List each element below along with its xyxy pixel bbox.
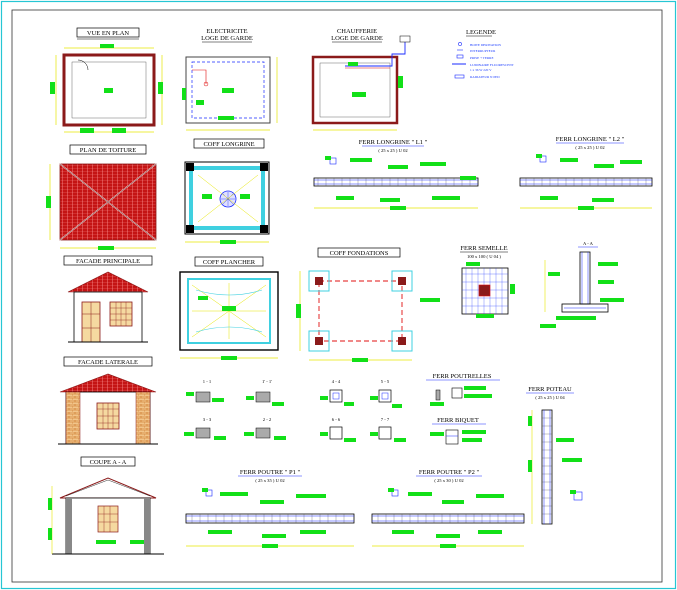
legend-item-3: LUMINAIRE FLUORESCENT [470, 63, 515, 67]
title-ferr-poteau: FERR POTEAU [528, 386, 572, 393]
vue-en-plan-drawing: VUE EN PLAN [50, 27, 163, 133]
section-aa-foundation-drawing: A - A [540, 241, 624, 328]
legend-item-2: PRISE + TERRE [470, 56, 494, 60]
coupe-aa-drawing: COUPE A - A [48, 456, 164, 555]
ferr-longrine-l1-drawing: FERR LONGRINE " L1 " ( 25 x 25 ) U 02 [313, 139, 479, 210]
title-ferr-biquet: FERR BIQUET [437, 417, 479, 424]
ferr-poteau-drawing: FERR POTEAU ( 25 x 25 ) U 04 [526, 386, 583, 525]
ferr-longrine-l2-drawing: FERR LONGRINE " L2 " ( 25 x 25 ) U 02 [519, 136, 653, 210]
title-coff-plancher: COFF PLANCHER [203, 259, 256, 266]
legend-item-4: 1 x 36 W 220 V [470, 68, 492, 72]
title-electricite-sub: LOGE DE GARDE [201, 35, 253, 42]
title-section-aa-small: A - A [583, 241, 594, 246]
legend-item-5: RADIATEUR N 0ED [470, 75, 500, 79]
title-ferr-semelle: FERR SEMELLE [460, 245, 507, 252]
title-coupe-aa: COUPE A - A [90, 459, 127, 466]
ferr-longrine-l2-dim: ( 25 x 25 ) U 02 [575, 145, 605, 150]
title-coff-fondations: COFF FONDATIONS [330, 250, 389, 257]
title-ferr-longrine-l1: FERR LONGRINE " L1 " [359, 139, 428, 146]
ferr-longrine-l1-dim: ( 25 x 25 ) U 02 [378, 148, 408, 153]
title-facade-laterale: FACADE LATERALE [78, 359, 138, 366]
facade-principale-drawing: FACADE PRINCIPALE [63, 255, 153, 343]
ferr-semelle-dim: 100 x 100 ( U 04 ) [467, 254, 501, 259]
beam-sections-group: 1 - 1 1' - 1' 4 - 4 5 - 5 3 - 3 2 - 2 6 … [184, 379, 406, 442]
sheet-frame-inner [11, 9, 663, 583]
section-label-3-3: 3 - 3 [203, 417, 212, 422]
title-ferr-longrine-l2: FERR LONGRINE " L2 " [556, 136, 625, 143]
title-facade-principale: FACADE PRINCIPALE [76, 258, 140, 265]
title-chaufferie-sub: LOGE DE GARDE [331, 35, 383, 42]
facade-laterale-drawing: FACADE LATERALE [58, 356, 158, 445]
ferr-poutre-p2-dim: ( 25 x 30 ) U 02 [434, 478, 464, 483]
title-ferr-poutre-p2: FERR POUTRE " P2 " [419, 469, 480, 476]
ferr-poutrelles-drawing: FERR POUTRELLES [426, 373, 500, 406]
legend-block: LEGENDE BOITE DERIVATION INTERRUPTEUR PR… [452, 29, 515, 79]
chaufferie-plan-drawing: CHAUFFERIE LOGE DE GARDE [311, 28, 411, 131]
title-coff-longrine: COFF LONGRINE [203, 141, 254, 148]
coff-fondations-drawing: COFF FONDATIONS [296, 247, 440, 362]
section-label-5-5: 5 - 5 [381, 379, 390, 384]
coff-longrine-drawing: COFF LONGRINE [184, 138, 270, 244]
ferr-poutre-p2-drawing: FERR POUTRE " P2 " ( 25 x 30 ) U 02 [371, 469, 525, 548]
title-ferr-poutrelles: FERR POUTRELLES [433, 373, 492, 380]
title-chaufferie: CHAUFFERIE [337, 28, 377, 35]
legend-item-1: INTERRUPTEUR [470, 49, 496, 53]
title-plan-toiture: PLAN DE TOITURE [80, 147, 136, 154]
electricite-plan-drawing: ELECTRICITE LOGE DE GARDE [182, 28, 278, 131]
ferr-poutre-p1-dim: ( 25 x 35 ) U 02 [255, 478, 285, 483]
title-vue-en-plan: VUE EN PLAN [87, 30, 130, 37]
ferr-poteau-dim: ( 25 x 25 ) U 04 [535, 395, 565, 400]
title-electricite: ELECTRICITE [206, 28, 247, 35]
ferr-biquet-drawing: FERR BIQUET [430, 417, 486, 445]
section-label-6-6: 6 - 6 [332, 417, 341, 422]
section-label-1-1: 1 - 1 [203, 379, 212, 384]
title-ferr-poutre-p1: FERR POUTRE " P1 " [240, 469, 301, 476]
coff-plancher-drawing: COFF PLANCHER [179, 256, 279, 360]
section-label-1p-1p: 1' - 1' [262, 379, 272, 384]
plan-toiture-drawing: PLAN DE TOITURE [46, 144, 157, 250]
legend-item-0: BOITE DERIVATION [470, 43, 501, 47]
legend-title: LEGENDE [466, 29, 496, 36]
legend-symbol-boite [458, 42, 462, 46]
section-label-7-7: 7 - 7 [381, 417, 390, 422]
section-label-4-4: 4 - 4 [332, 379, 341, 384]
ferr-semelle-drawing: FERR SEMELLE 100 x 100 ( U 04 ) [460, 245, 515, 318]
ferr-poutre-p1-drawing: FERR POUTRE " P1 " ( 25 x 35 ) U 02 [185, 469, 355, 548]
section-label-2-2: 2 - 2 [263, 417, 272, 422]
